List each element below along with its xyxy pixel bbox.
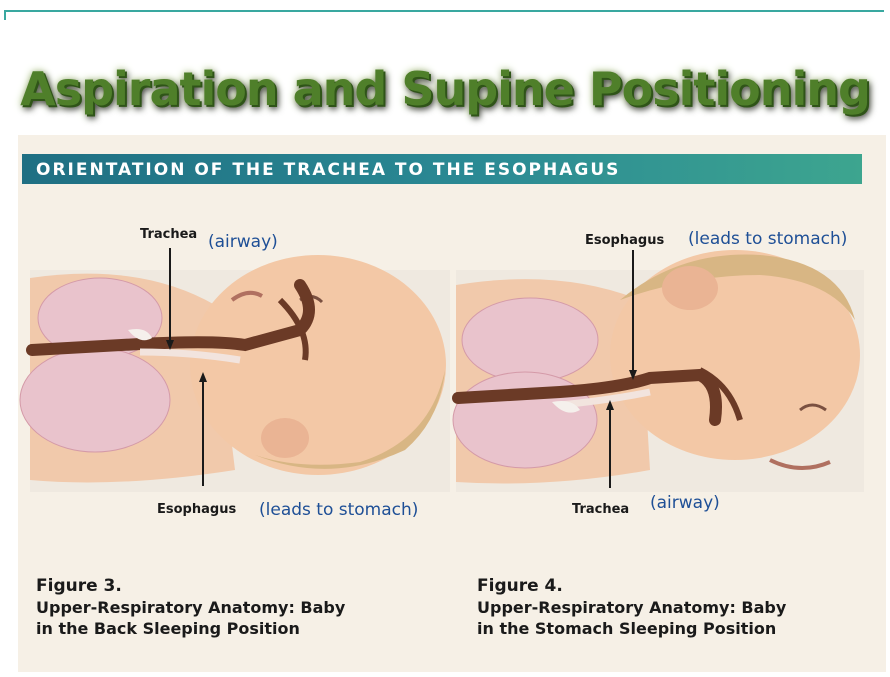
figure4-lung-upper xyxy=(462,298,598,382)
figure4-ear xyxy=(662,266,718,310)
figure4-illustration xyxy=(453,250,864,492)
figure3-caption-number: Figure 3. xyxy=(36,576,345,597)
figure3-trachea-label: Trachea xyxy=(140,227,197,242)
figure3-caption-line1: Upper-Respiratory Anatomy: Baby xyxy=(36,597,345,618)
figure3-trachea-note: (airway) xyxy=(208,232,278,252)
figure3-esophagus-note: (leads to stomach) xyxy=(259,500,418,520)
figure4-esophagus-label: Esophagus xyxy=(585,233,664,248)
figure3-lung-lower xyxy=(20,348,170,452)
figure3-caption-line2: in the Back Sleeping Position xyxy=(36,618,345,639)
figure4-caption-line2: in the Stomach Sleeping Position xyxy=(477,618,786,639)
figure4-trachea-note: (airway) xyxy=(650,493,720,513)
figure3-caption: Figure 3. Upper-Respiratory Anatomy: Bab… xyxy=(36,576,345,639)
figure3-esophagus-label: Esophagus xyxy=(157,502,236,517)
figure4-caption-number: Figure 4. xyxy=(477,576,786,597)
figure4-esophagus-note: (leads to stomach) xyxy=(688,229,847,249)
figure3-illustration xyxy=(20,248,450,492)
figure3-ear xyxy=(261,418,309,458)
figure4-caption: Figure 4. Upper-Respiratory Anatomy: Bab… xyxy=(477,576,786,639)
figure4-trachea-label: Trachea xyxy=(572,502,629,517)
figure4-caption-line1: Upper-Respiratory Anatomy: Baby xyxy=(477,597,786,618)
